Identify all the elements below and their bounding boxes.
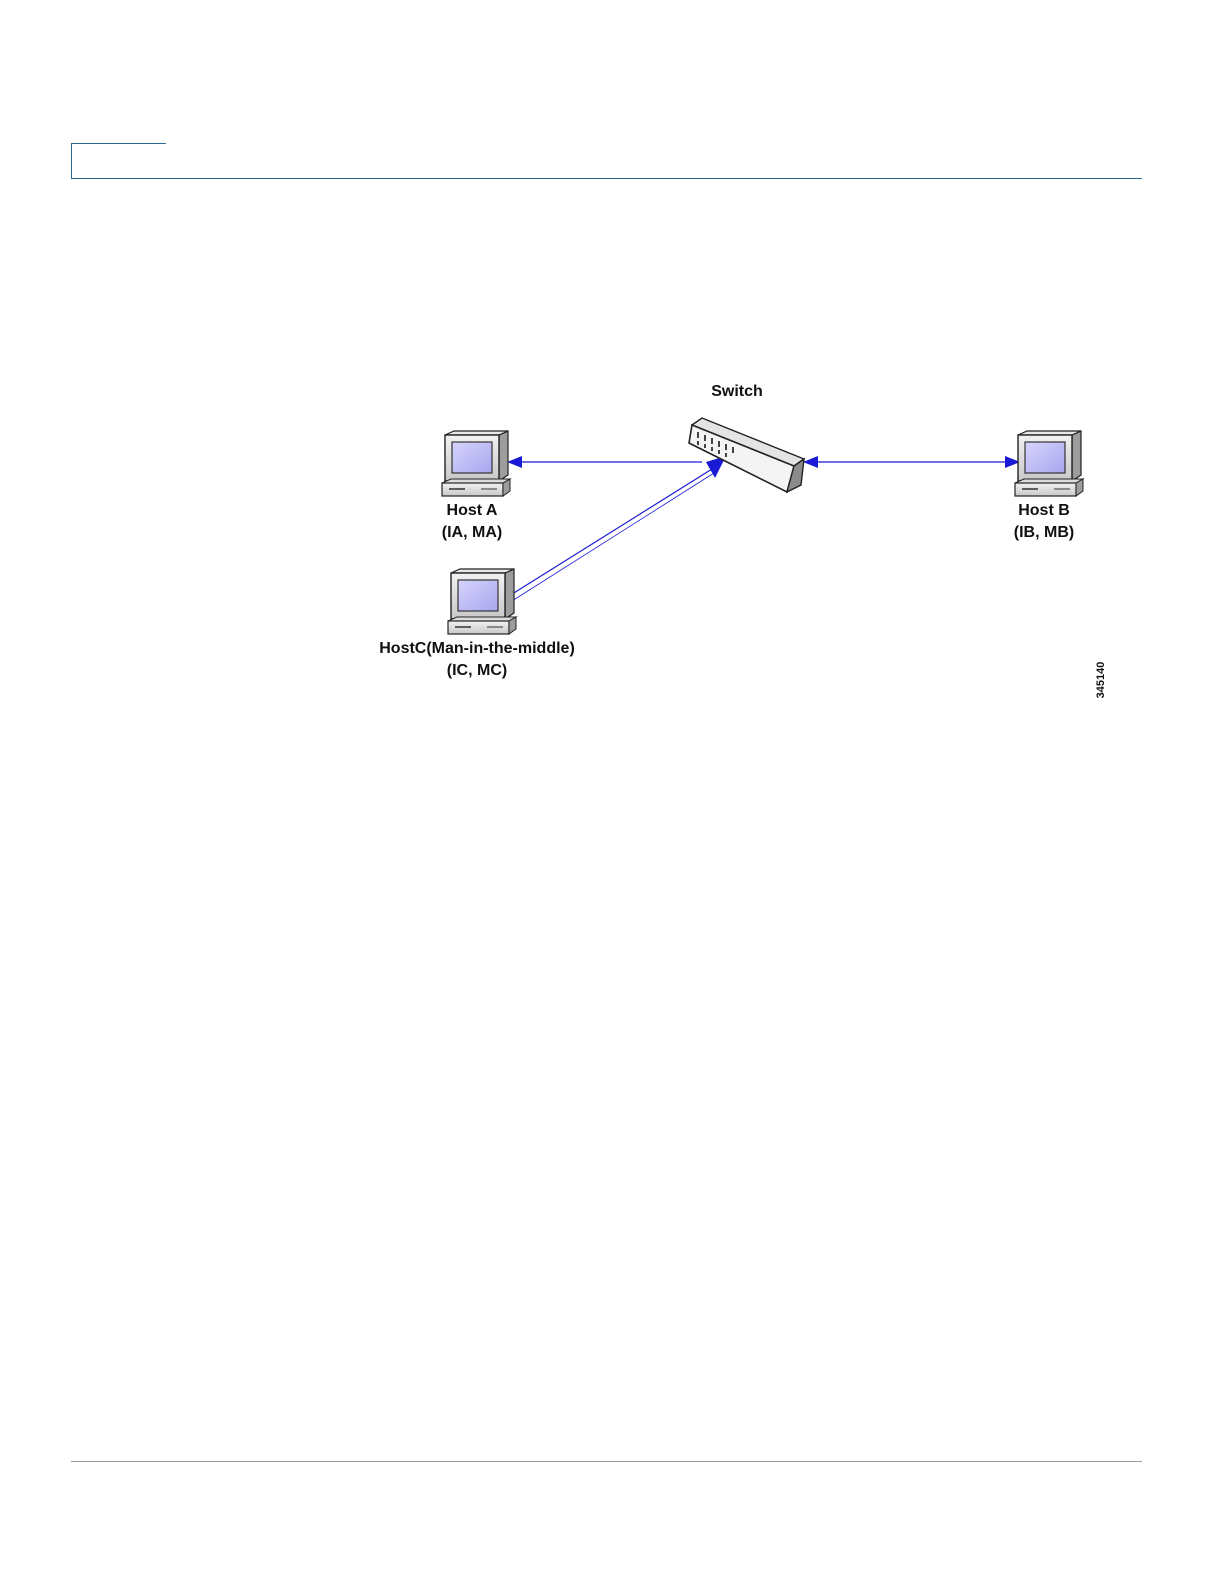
link-hosta-switch: [507, 456, 702, 468]
host-a-addresses: (IA, MA): [442, 524, 502, 541]
host-c-addresses: (IC, MC): [447, 662, 507, 679]
footer-rule: [71, 1461, 1142, 1462]
host-b-computer-icon: [1015, 431, 1083, 496]
switch-icon: [689, 418, 804, 492]
host-a-computer-icon: [442, 431, 510, 496]
host-b-name: Host B: [1018, 502, 1070, 519]
host-c-name: HostC(Man-in-the-middle): [379, 640, 575, 657]
link-switch-hostb: [803, 456, 1020, 468]
arrowhead-switch-right: [803, 456, 818, 468]
link-hostc-switch: [509, 456, 726, 601]
arrowhead-hosta: [507, 456, 522, 468]
host-a-name: Host A: [447, 502, 498, 519]
host-b-addresses: (IB, MB): [1014, 524, 1074, 541]
switch-label: Switch: [711, 383, 763, 400]
host-c-computer-icon: [448, 569, 516, 634]
figure-id: 345140: [1095, 662, 1107, 699]
